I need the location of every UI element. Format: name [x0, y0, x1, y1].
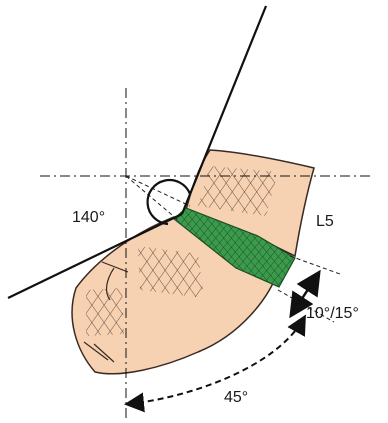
- label-140: 140°: [72, 209, 105, 226]
- label-l5: L5: [316, 213, 334, 230]
- angle-140-arc: [146, 178, 192, 226]
- disc: [173, 207, 296, 288]
- label-45: 45°: [224, 389, 248, 406]
- angle-45-arc: [124, 314, 306, 413]
- reference-axes: [40, 88, 372, 420]
- upper-line: [180, 5, 268, 215]
- projection-lines: [125, 175, 341, 323]
- label-10-15: 10°/15°: [306, 305, 359, 322]
- angle-lines: [7, 5, 268, 299]
- angle-range-arrow: [289, 269, 321, 319]
- lower-line: [7, 213, 183, 299]
